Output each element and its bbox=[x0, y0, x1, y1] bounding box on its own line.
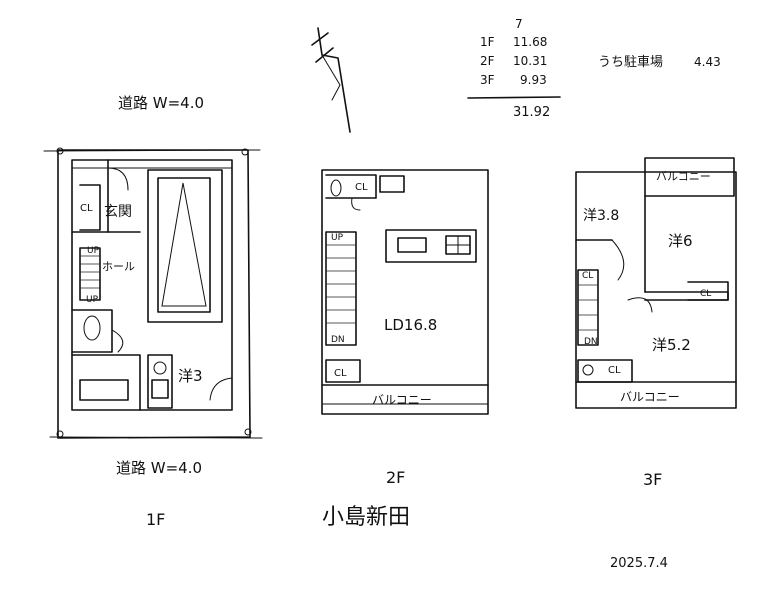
building-outline-3f bbox=[575, 171, 737, 409]
dn-label-2f: DN bbox=[331, 335, 345, 345]
cl-bottom-2f: CL bbox=[334, 368, 347, 379]
entrance-door-swing bbox=[107, 167, 129, 191]
cl-3-3f: CL bbox=[608, 365, 621, 376]
balcony-top-3f-label: バルコニー bbox=[656, 170, 711, 183]
floor-plan-2f: バルコニー UP DN CL LD16.8 CL 2F bbox=[321, 169, 489, 487]
room-hall-1f: ホール bbox=[102, 260, 135, 273]
room-bedroom-1f: 洋3 bbox=[178, 367, 203, 385]
cl-entrance-1f: CL bbox=[80, 203, 93, 214]
car-marker bbox=[161, 182, 207, 307]
area-summary: 7 1F 11.68 2F 10.31 3F 9.93 31.92 うち駐車場 … bbox=[467, 17, 721, 120]
floor-label-3f: 3F bbox=[643, 470, 662, 489]
stair-2f bbox=[325, 231, 357, 346]
area-value-2f: 10.31 bbox=[513, 54, 547, 68]
cl-top-2f: CL bbox=[355, 182, 368, 193]
floor-label-2f: 2F bbox=[386, 468, 405, 487]
area-floor-2f: 2F bbox=[480, 54, 495, 68]
room-b-3f: 洋6 bbox=[668, 232, 693, 250]
dn-label-3f: DN bbox=[584, 337, 598, 347]
building-outline-1f bbox=[71, 159, 233, 411]
area-floor-1f: 1F bbox=[480, 35, 495, 49]
cl-2-3f: CL bbox=[700, 289, 711, 299]
floor-plan-1f: CL 玄関 UP ホール UP 洋3 1F bbox=[43, 147, 263, 529]
washer-icon bbox=[153, 361, 167, 375]
room-a-3f: 洋3.8 bbox=[583, 208, 619, 224]
balcony-2f: バルコニー bbox=[372, 393, 432, 407]
door-swing-1f bbox=[209, 377, 233, 401]
parking-note: うち駐車場 bbox=[598, 55, 663, 70]
area-floor-3f: 3F bbox=[480, 73, 495, 87]
north-arrow-icon bbox=[311, 27, 351, 133]
road-label-bottom: 道路 W=4.0 bbox=[116, 459, 202, 477]
building-outline-2f bbox=[321, 169, 489, 415]
floor-label-1f: 1F bbox=[146, 510, 165, 529]
up-label-1f-b: UP bbox=[86, 295, 99, 305]
toilet-icon bbox=[83, 315, 101, 341]
washbasin-icon bbox=[582, 364, 594, 376]
area-top-mark: 7 bbox=[515, 17, 523, 31]
parking-value: 4.43 bbox=[694, 55, 721, 69]
balcony-top-3f bbox=[644, 157, 735, 197]
area-value-3f: 9.93 bbox=[520, 73, 547, 87]
parking-space bbox=[147, 169, 223, 323]
room-c-3f: 洋5.2 bbox=[652, 336, 691, 354]
road-label-top: 道路 W=4.0 bbox=[118, 94, 204, 112]
stair-1f bbox=[79, 247, 101, 301]
cl-1-3f: CL bbox=[582, 271, 593, 281]
up-label-1f-a: UP bbox=[87, 246, 100, 256]
up-label-2f: UP bbox=[331, 233, 344, 243]
balcony-bottom-3f: バルコニー bbox=[620, 390, 680, 404]
site-name: 小島新田 bbox=[322, 505, 410, 530]
room-ldk-2f: LD16.8 bbox=[384, 316, 437, 334]
area-sum-line bbox=[467, 96, 561, 99]
room-entrance-1f: 玄関 bbox=[104, 203, 132, 220]
area-value-1f: 11.68 bbox=[513, 35, 547, 49]
toilet-icon-2f bbox=[330, 179, 342, 197]
stair-3f bbox=[577, 269, 599, 346]
drawing-date: 2025.7.4 bbox=[610, 556, 668, 571]
area-total: 31.92 bbox=[513, 105, 550, 120]
floor-plan-3f: バルコニー 洋3.8 洋6 CL DN CL 洋5.2 CL バルコニー 3F bbox=[575, 157, 737, 489]
kitchen-counter bbox=[385, 229, 477, 263]
